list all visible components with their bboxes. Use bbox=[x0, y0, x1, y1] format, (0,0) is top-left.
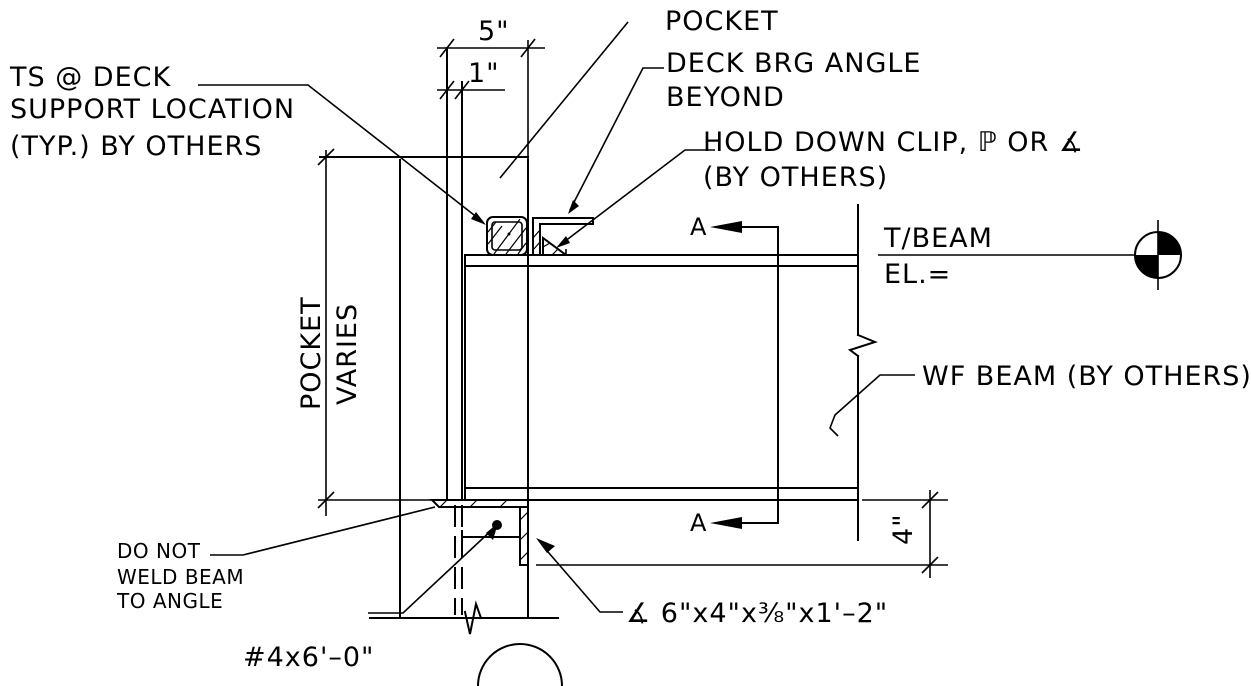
label-deck-brg-angle: DECK BRG ANGLE bbox=[666, 48, 921, 79]
wall-outline bbox=[319, 156, 559, 635]
label-wf-beam: WF BEAM (BY OTHERS) bbox=[922, 361, 1251, 392]
label-hold-down-by-others: (BY OTHERS) bbox=[703, 162, 888, 193]
pocket-varies-text-1: POCKET bbox=[296, 296, 327, 410]
label-do-not: DO NOT bbox=[117, 539, 201, 563]
dimension-4in: 4" bbox=[536, 490, 948, 578]
label-angle-spec: ∡ 6"x4"x⅜"x1'–2" bbox=[626, 598, 888, 629]
label-weld-beam: WELD BEAM bbox=[117, 565, 244, 589]
label-typ-by-others: (TYP.) BY OTHERS bbox=[10, 131, 262, 162]
dim-4in-text: 4" bbox=[888, 513, 919, 545]
deck-bearing-angle bbox=[520, 217, 594, 256]
embed-angle bbox=[429, 499, 529, 566]
dim-5in-text: 5" bbox=[478, 16, 510, 47]
dimension-5in: 5" bbox=[437, 16, 545, 160]
detail-bubble bbox=[476, 643, 564, 686]
pocket-lines bbox=[446, 47, 529, 615]
tube-steel bbox=[486, 216, 528, 256]
pocket-varies-text-2: VARIES bbox=[332, 303, 363, 405]
dimension-1in: 1" bbox=[437, 58, 505, 100]
leader-lines bbox=[198, 21, 915, 614]
label-rebar: #4x6'–0" bbox=[243, 642, 374, 673]
label-to-angle: TO ANGLE bbox=[116, 589, 223, 613]
section-cut-a bbox=[710, 221, 779, 529]
label-ts-deck: TS @ DECK bbox=[9, 62, 171, 93]
label-el: EL.= bbox=[884, 259, 951, 290]
wf-beam bbox=[464, 204, 878, 541]
label-beyond: BEYOND bbox=[666, 82, 785, 113]
dimension-pocket-varies: POCKET VARIES bbox=[296, 148, 460, 516]
dim-1in-text: 1" bbox=[468, 58, 500, 89]
elevation-marker bbox=[878, 220, 1182, 290]
label-support-location: SUPPORT LOCATION bbox=[10, 94, 295, 125]
label-hold-down-clip: HOLD DOWN CLIP, ℙ OR ∡ bbox=[703, 127, 1084, 158]
section-a-bottom: A bbox=[690, 509, 707, 537]
label-t-beam: T/BEAM bbox=[883, 223, 993, 254]
label-pocket: POCKET bbox=[665, 6, 779, 37]
section-a-top: A bbox=[690, 213, 707, 241]
